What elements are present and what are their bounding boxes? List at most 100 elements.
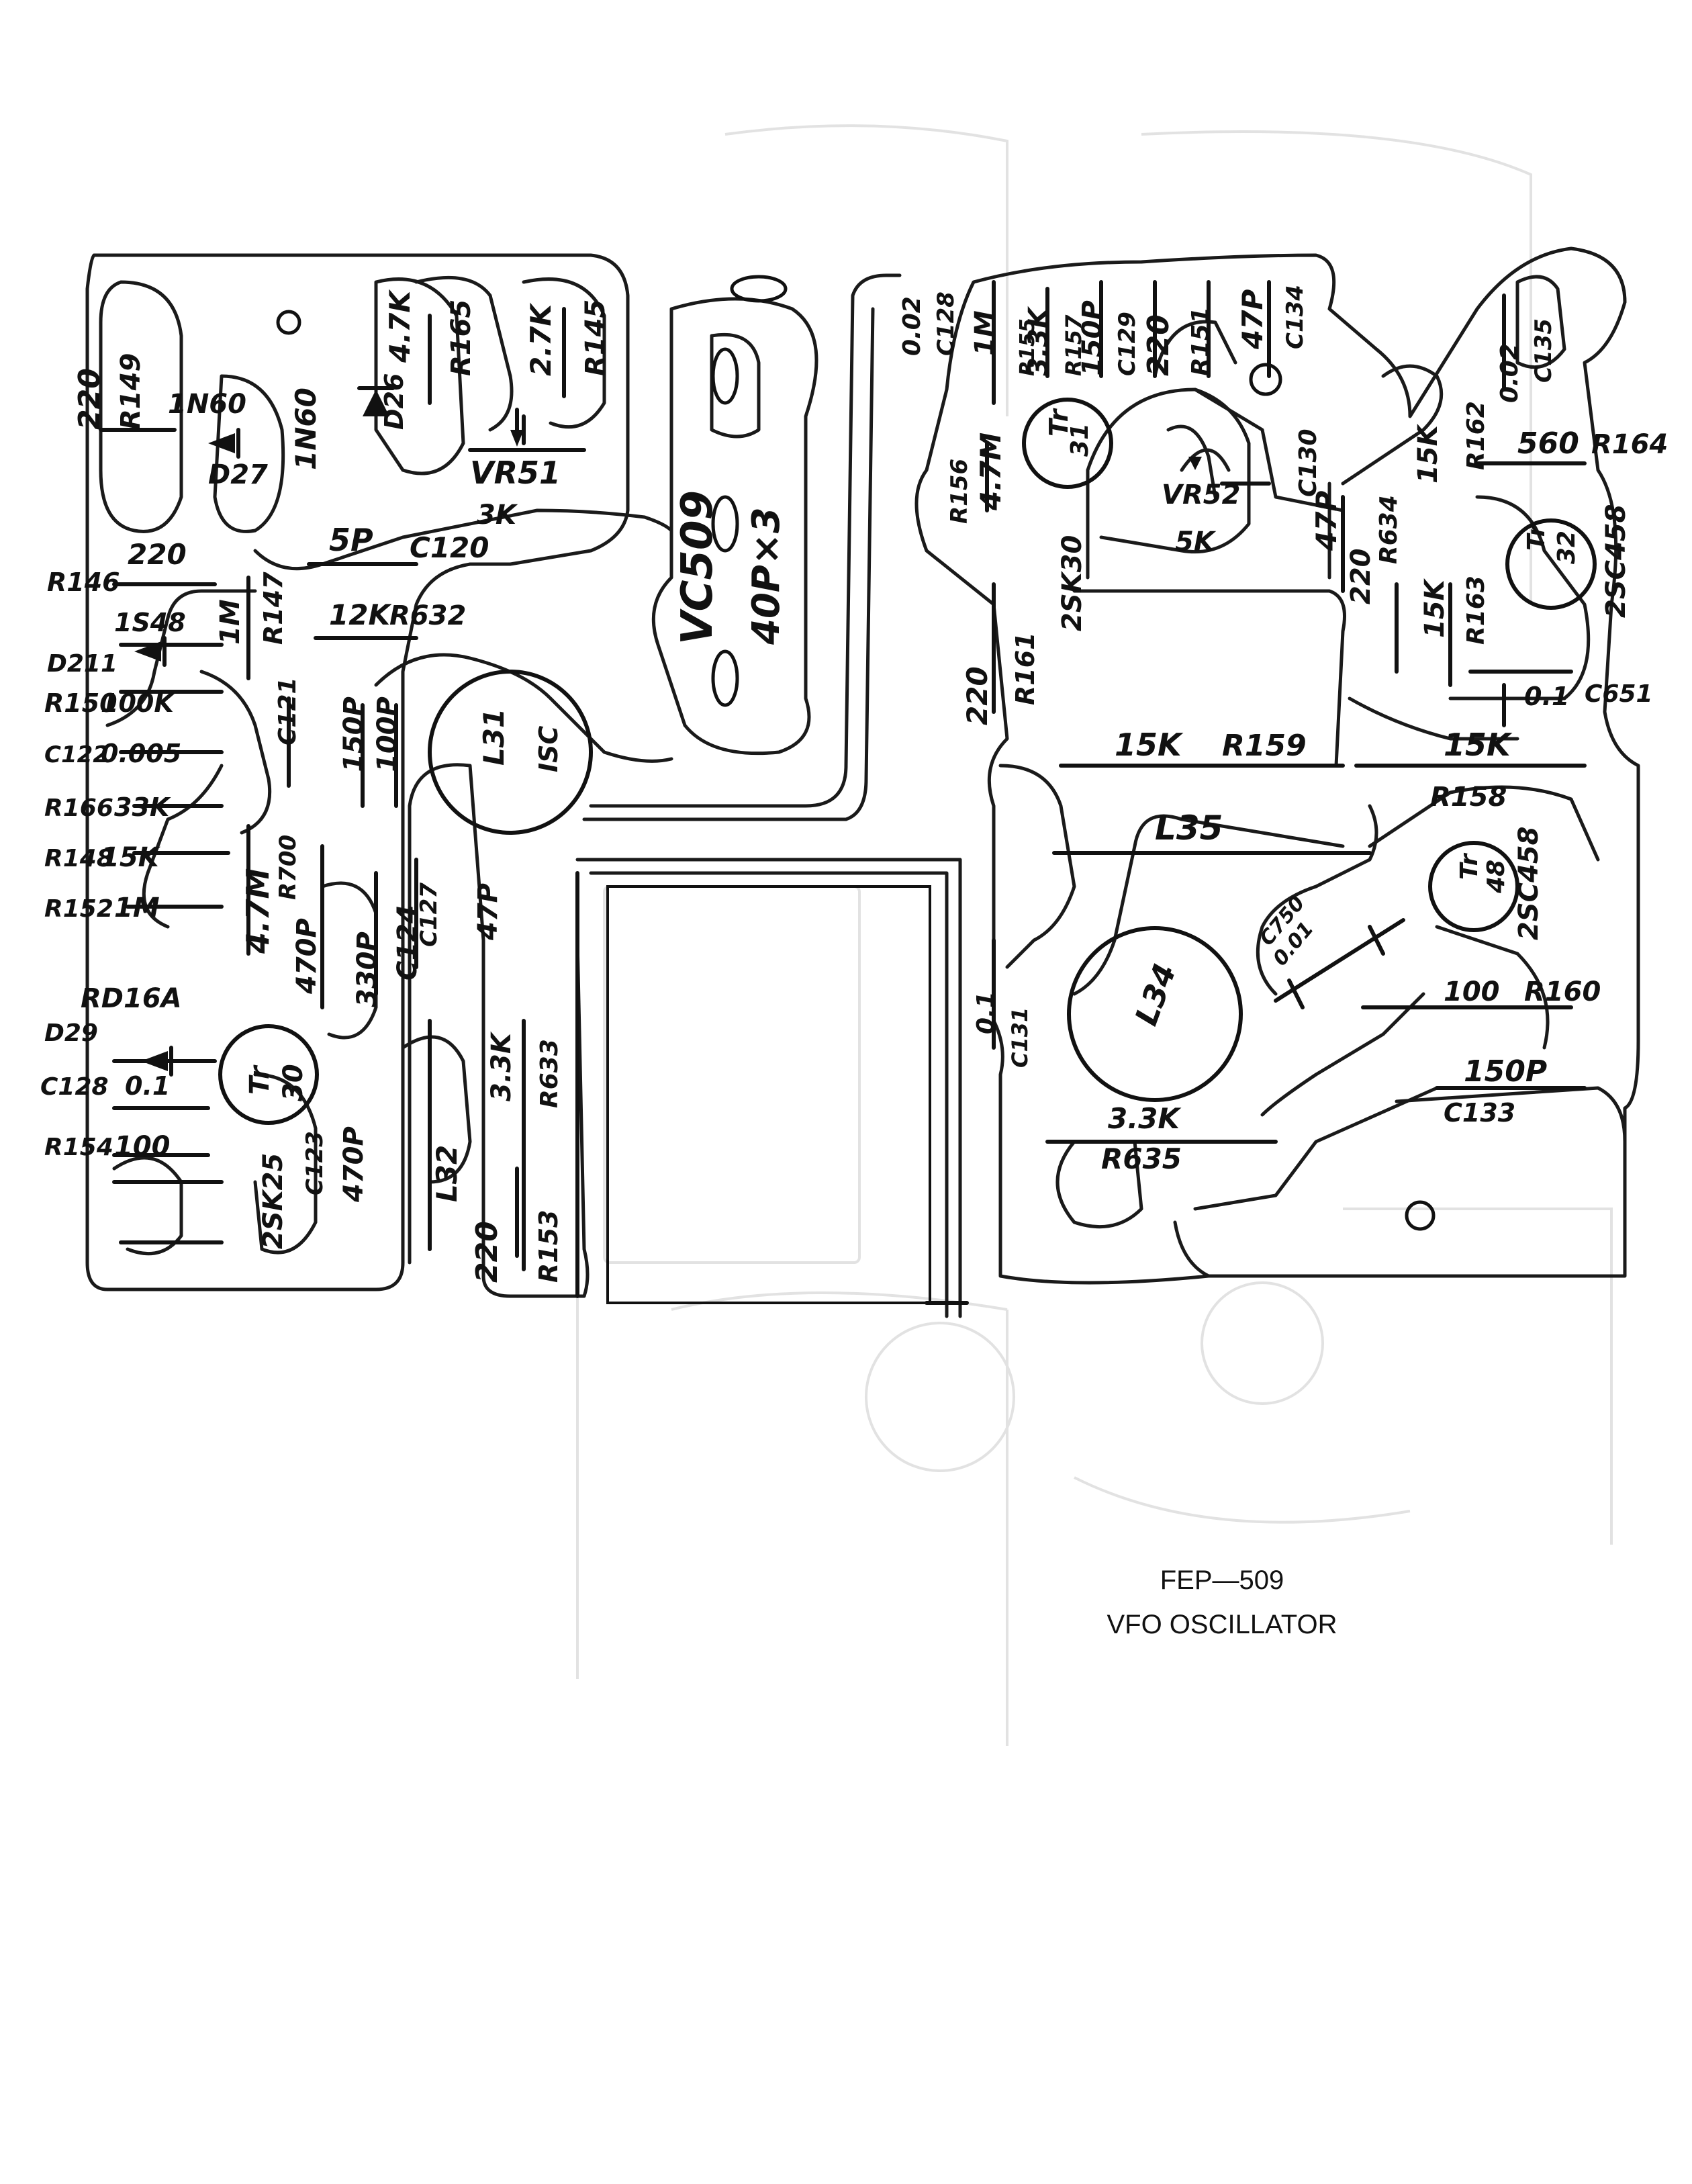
component-label: C128 <box>40 1073 109 1101</box>
component-label: R148 <box>44 845 113 872</box>
component-label: 2SC458 <box>1513 827 1544 941</box>
right-board-trace <box>998 764 1076 969</box>
left-board-trace <box>213 374 285 533</box>
component-label: 220 <box>128 538 187 571</box>
component-label: R155 <box>1016 318 1039 376</box>
component-label: C127 <box>416 882 442 947</box>
component-label: R157 <box>1061 314 1086 376</box>
component-label: VC509 <box>673 490 722 645</box>
vc509-pin <box>711 495 739 553</box>
component-label: 560 <box>1517 426 1579 461</box>
component-label: 470P <box>338 1126 369 1203</box>
component-label: L35 <box>1155 809 1223 848</box>
component-label: C651 <box>1585 680 1653 708</box>
shield-frame <box>575 858 962 1318</box>
component-label: 15K <box>1413 423 1444 484</box>
mounting-hole <box>1405 1200 1436 1231</box>
coil-l31-outline <box>428 670 593 835</box>
caption-model: FEP—509 <box>1160 1565 1284 1595</box>
component-label: Tr <box>1044 408 1074 437</box>
component-label: 0.005 <box>101 739 181 768</box>
component-label: C133 <box>1444 1098 1515 1128</box>
component-label: C135 <box>1530 318 1557 383</box>
component-label: C124 <box>392 905 423 981</box>
vc509-outline <box>651 297 818 756</box>
potentiometer-vr52-wiper <box>1180 448 1231 472</box>
transistor-tr31-outline <box>1022 398 1113 489</box>
component-label: R150 <box>44 688 117 718</box>
component-label: 0.1 <box>1524 682 1569 711</box>
component-label: C123 <box>301 1131 328 1195</box>
vc509-pin <box>711 347 739 405</box>
component-label: D29 <box>44 1019 98 1047</box>
component-label: R158 <box>1430 782 1507 813</box>
right-board-outline <box>914 246 1640 1285</box>
component-label: 100 <box>1444 976 1500 1007</box>
component-label: 31 <box>1066 423 1094 457</box>
left-board-outline <box>85 253 630 1291</box>
right-board-trace <box>1173 1086 1587 1278</box>
component-label: Tr <box>1523 523 1550 551</box>
potentiometer-vr52-arrow-icon <box>1188 457 1202 470</box>
diode-d29-icon <box>141 1046 173 1077</box>
component-label: R161 <box>1010 632 1040 705</box>
component-label: D26 <box>379 373 409 430</box>
component-label: R154 <box>44 1134 113 1161</box>
component-label: 150P <box>1464 1054 1547 1089</box>
component-label: 2SK25 <box>258 1153 289 1249</box>
component-label: 47P <box>473 883 504 941</box>
right-board-trace <box>1395 1086 1627 1144</box>
component-label: R163 <box>1462 576 1490 645</box>
coil-l34-outline <box>1067 926 1243 1102</box>
component-label: VR52 <box>1162 480 1240 510</box>
component-label: 2.7K <box>524 302 557 376</box>
component-label: 1N60 <box>168 389 246 420</box>
left-board-trace <box>253 508 673 571</box>
component-label: 3.3K <box>486 1031 517 1101</box>
component-label: 47P <box>1310 491 1343 551</box>
component-label: 220 <box>961 666 994 725</box>
component-label: R633 <box>536 1039 563 1108</box>
component-label: 4.7M <box>240 868 276 954</box>
left-board-trace <box>199 670 272 835</box>
component-label: 330P <box>352 931 383 1007</box>
component-label: 220 <box>1346 549 1376 605</box>
capacitor-c750-icon <box>1274 918 1405 1009</box>
component-label: 1S48 <box>114 608 186 637</box>
component-label: 47P <box>1236 289 1269 350</box>
diode-d26-icon <box>357 386 395 416</box>
left-board-trace <box>112 1156 183 1256</box>
component-label: R165 <box>446 300 477 376</box>
component-label: 220 <box>73 368 107 430</box>
component-label: 5K <box>1175 527 1217 557</box>
component-label: ISC <box>534 725 563 772</box>
transistor-tr30-outline <box>218 1024 319 1125</box>
right-board-trace <box>1448 495 1591 700</box>
left-board <box>85 253 673 1298</box>
component-label: 32 <box>1553 531 1581 564</box>
component-label: C131 <box>1007 1007 1033 1068</box>
component-label: 100P <box>372 696 403 772</box>
right-board-trace <box>1515 275 1566 369</box>
right-board-trace <box>1055 1140 1143 1229</box>
component-label: 12K <box>329 598 392 631</box>
component-label: 15K <box>1419 578 1450 638</box>
left-board-trace <box>105 589 257 727</box>
component-label: 100 <box>114 1131 171 1162</box>
left-board-trace <box>253 1073 318 1255</box>
component-label: 0.1 <box>125 1071 170 1101</box>
vc509-trace <box>710 332 761 439</box>
component-label: 4.7M <box>974 433 1007 511</box>
bleed-through-background <box>576 124 1613 1746</box>
left-board-trace <box>142 764 224 929</box>
component-label: 15K <box>1444 727 1513 763</box>
right-board-trace <box>1256 804 1378 996</box>
component-label: R146 <box>47 567 120 597</box>
component-label: R156 <box>946 459 973 524</box>
right-board-trace <box>1193 388 1345 512</box>
component-label: 1M <box>114 893 160 923</box>
component-label: 15K <box>101 842 161 873</box>
potentiometer-vr51-arrow-icon <box>510 408 524 447</box>
shield-inner <box>606 885 931 1304</box>
